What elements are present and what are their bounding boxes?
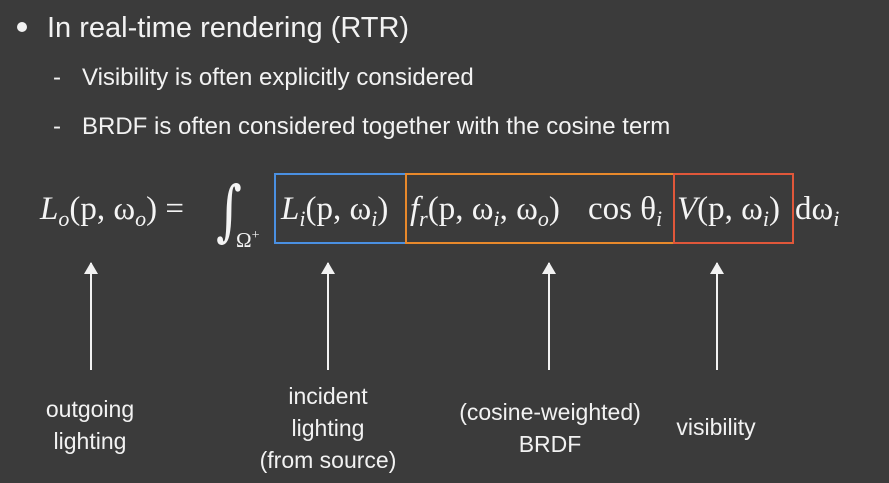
arrow-brdf bbox=[542, 262, 556, 370]
incident-lighting-box bbox=[274, 173, 407, 244]
formula-lhs: Lo(p, ωo) = bbox=[40, 191, 184, 231]
integral-sign: ∫ bbox=[216, 172, 242, 249]
integral-domain: Ω+ bbox=[236, 228, 260, 252]
label-visibility: visibility bbox=[676, 414, 756, 440]
sub-bullet-dash-1: - bbox=[53, 64, 61, 91]
brdf-cosine-box bbox=[405, 173, 675, 244]
arrow-outgoing bbox=[84, 262, 98, 370]
sub-bullet-brdf: BRDF is often considered together with t… bbox=[82, 113, 671, 140]
sub-bullet-dash-2: - bbox=[53, 113, 61, 140]
bullet-main-text: In real-time rendering (RTR) bbox=[47, 12, 410, 44]
arrow-incident bbox=[321, 262, 335, 370]
label-brdf: (cosine-weighted) BRDF bbox=[459, 399, 641, 457]
formula-differential: dωi bbox=[795, 191, 840, 231]
visibility-box bbox=[673, 173, 794, 244]
bullet-dot bbox=[17, 22, 27, 32]
sub-bullet-visibility: Visibility is often explicitly considere… bbox=[82, 64, 474, 91]
formula-brdf-term: fr(p, ωi, ωo) bbox=[410, 191, 560, 231]
label-incident-lighting: incident lighting (from source) bbox=[259, 383, 397, 473]
formula-incident-term: Li(p, ωi) bbox=[281, 191, 389, 231]
formula-cos-term: cos θi bbox=[588, 191, 663, 231]
arrow-visibility bbox=[710, 262, 724, 370]
label-outgoing-lighting: outgoing lighting bbox=[45, 396, 135, 454]
formula-visibility-term: V(p, ωi) bbox=[677, 191, 781, 231]
